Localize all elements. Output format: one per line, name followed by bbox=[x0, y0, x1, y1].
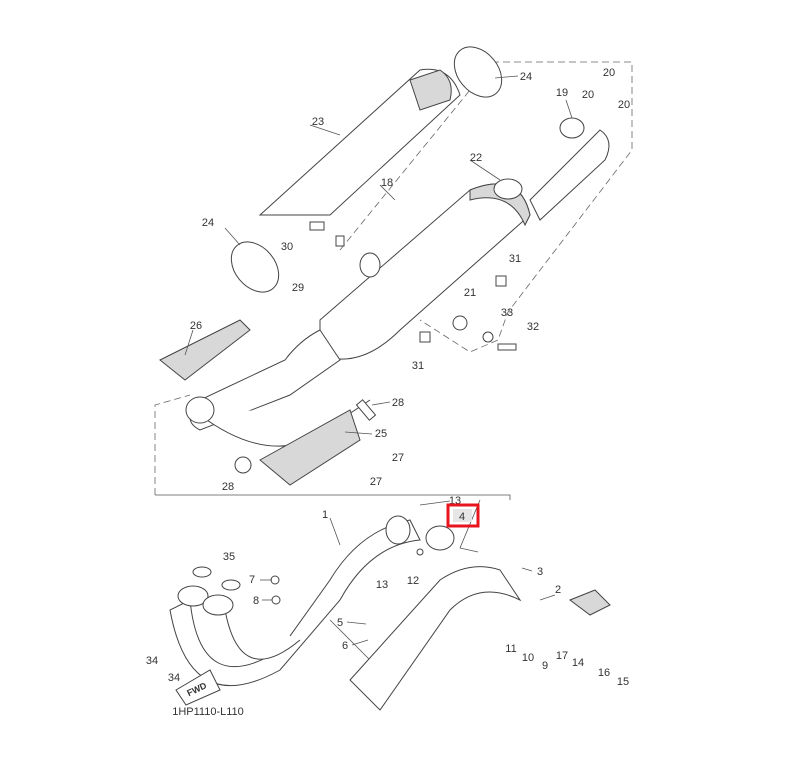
callout-12[interactable]: 12 bbox=[407, 575, 419, 587]
callout-27[interactable]: 27 bbox=[392, 452, 404, 464]
exhaust-pipe bbox=[169, 515, 455, 687]
callout-1[interactable]: 1 bbox=[322, 509, 328, 521]
callout-26[interactable]: 26 bbox=[190, 320, 202, 332]
callout-3[interactable]: 3 bbox=[537, 566, 543, 578]
callout-9[interactable]: 9 bbox=[542, 660, 548, 672]
callout-21[interactable]: 21 bbox=[464, 287, 476, 299]
callout-35[interactable]: 35 bbox=[223, 551, 235, 563]
callout-34[interactable]: 34 bbox=[146, 655, 158, 667]
callout-18[interactable]: 18 bbox=[381, 177, 393, 189]
callout-27[interactable]: 27 bbox=[370, 476, 382, 488]
callout-13[interactable]: 13 bbox=[376, 579, 388, 591]
clamp-28 bbox=[355, 399, 377, 421]
band-24-upper bbox=[453, 46, 503, 98]
heat-protector-upper bbox=[258, 68, 461, 247]
protector-26 bbox=[159, 319, 251, 381]
callout-28[interactable]: 28 bbox=[222, 481, 234, 493]
callout-5[interactable]: 5 bbox=[337, 617, 343, 629]
callout-25[interactable]: 25 bbox=[375, 428, 387, 440]
callout-34[interactable]: 34 bbox=[168, 672, 180, 684]
callout-15[interactable]: 15 bbox=[617, 676, 629, 688]
callout-17[interactable]: 17 bbox=[556, 650, 568, 662]
callout-31[interactable]: 31 bbox=[509, 253, 521, 265]
callout-24[interactable]: 24 bbox=[520, 71, 532, 83]
callout-7[interactable]: 7 bbox=[249, 574, 255, 586]
callout-20[interactable]: 20 bbox=[618, 99, 630, 111]
callout-labels: 24 20 19 20 20 23 22 18 24 30 31 29 21 3… bbox=[146, 67, 630, 718]
callout-8[interactable]: 8 bbox=[253, 595, 259, 607]
callout-24[interactable]: 24 bbox=[202, 217, 214, 229]
leader-lines bbox=[184, 75, 573, 646]
callout-4[interactable]: 4 bbox=[459, 511, 465, 523]
highlighted-part-4[interactable]: 4 bbox=[446, 503, 480, 528]
bracket-14 bbox=[568, 589, 611, 616]
band-24-lower bbox=[230, 241, 280, 293]
fwd-arrow bbox=[175, 669, 221, 706]
callout-28[interactable]: 28 bbox=[392, 397, 404, 409]
assembly-frames bbox=[154, 61, 633, 661]
muffler-assembly bbox=[185, 117, 610, 447]
callout-23[interactable]: 23 bbox=[312, 116, 324, 128]
callout-14[interactable]: 14 bbox=[572, 657, 584, 669]
heat-protector-lower bbox=[349, 566, 522, 711]
callout-6[interactable]: 6 bbox=[342, 640, 348, 652]
callout-32[interactable]: 32 bbox=[527, 321, 539, 333]
diagram-code: 1HP1110-L110 bbox=[172, 706, 244, 718]
callout-16[interactable]: 16 bbox=[598, 667, 610, 679]
callout-11[interactable]: 11 bbox=[505, 643, 516, 655]
protector-25 bbox=[259, 409, 361, 486]
callout-2[interactable]: 2 bbox=[555, 584, 561, 596]
callout-33[interactable]: 33 bbox=[501, 307, 513, 319]
callout-20[interactable]: 20 bbox=[582, 89, 594, 101]
callout-20[interactable]: 20 bbox=[603, 67, 615, 79]
callout-30[interactable]: 30 bbox=[281, 241, 293, 253]
callout-22[interactable]: 22 bbox=[470, 152, 482, 164]
callout-10[interactable]: 10 bbox=[522, 652, 534, 664]
callout-19[interactable]: 19 bbox=[556, 87, 568, 99]
callout-29[interactable]: 29 bbox=[292, 282, 304, 294]
clamp-28-lower bbox=[234, 456, 252, 474]
callout-31[interactable]: 31 bbox=[412, 360, 424, 372]
